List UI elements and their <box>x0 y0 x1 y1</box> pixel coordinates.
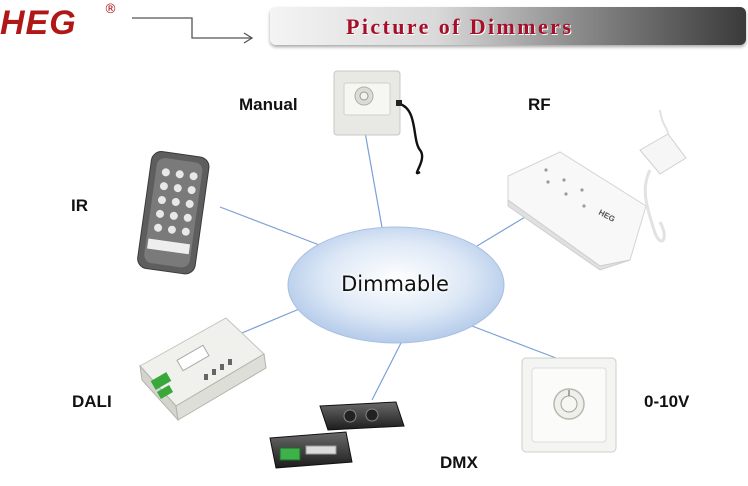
dali-dimmer-image <box>139 317 267 422</box>
dimmable-ellipse <box>287 226 505 344</box>
title-banner: Picture of Dimmers <box>270 7 746 45</box>
label-rf: RF <box>528 95 551 114</box>
zero-ten-v-dimmer-image <box>521 357 617 453</box>
page-title: Picture of Dimmers <box>346 14 574 39</box>
label-ir: IR <box>71 196 88 215</box>
rf-remote-image: HEG <box>507 109 687 271</box>
dmx-decoder-image <box>269 401 405 469</box>
connector-manual <box>364 131 384 234</box>
ir-remote-image <box>137 151 210 275</box>
label-dmx: DMX <box>440 453 478 472</box>
logo-text: HEG <box>0 4 77 42</box>
center-label: Dimmable <box>341 272 449 296</box>
connector-0-10v <box>471 325 557 359</box>
heg-logo: HEG ® <box>0 2 117 43</box>
label-dali: DALI <box>72 392 112 411</box>
registered-mark: ® <box>104 2 118 17</box>
connector-ir <box>219 206 323 247</box>
manual-dimmer-image <box>333 70 424 175</box>
pointer-arrow-icon <box>132 17 254 44</box>
label-0-10v: 0-10V <box>644 392 690 411</box>
connector-dmx <box>371 340 403 401</box>
label-manual: Manual <box>239 95 298 114</box>
